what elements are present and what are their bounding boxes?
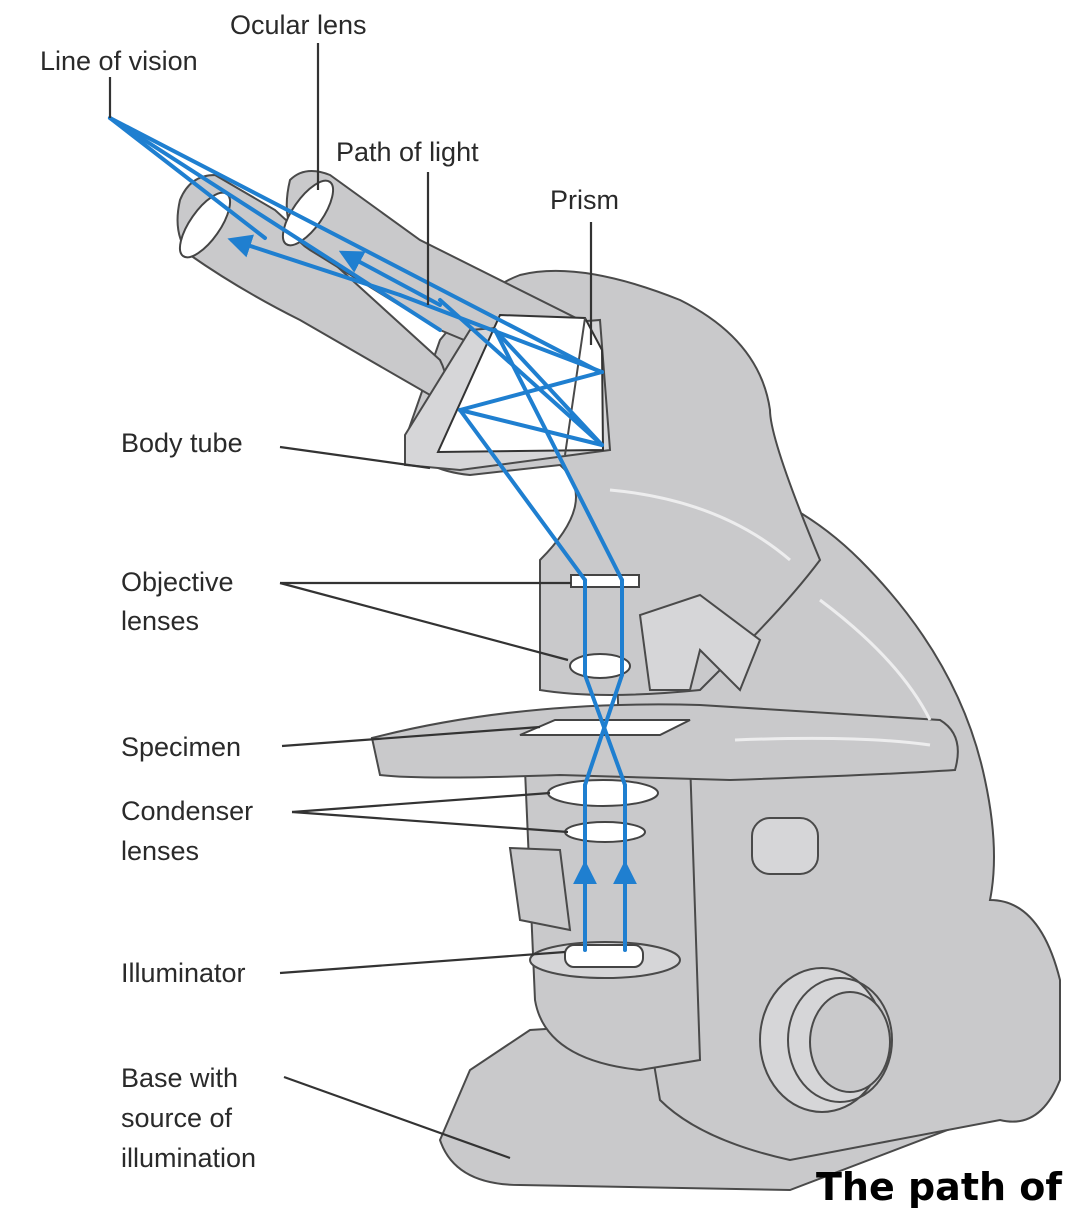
leader-objective-lower — [280, 583, 568, 660]
condenser-lens-lower — [565, 822, 645, 842]
label-base-line2: source of — [121, 1103, 233, 1133]
label-path-of-light: Path of light — [336, 137, 479, 167]
microscope-body — [171, 171, 1060, 1190]
label-condenser-lenses-line1: Condenser — [121, 796, 253, 826]
label-condenser-lenses-line2: lenses — [121, 836, 199, 866]
label-body-tube: Body tube — [121, 428, 243, 458]
label-illuminator: Illuminator — [121, 958, 246, 988]
fine-focus-knob — [810, 992, 890, 1092]
label-ocular-lens: Ocular lens — [230, 10, 367, 40]
condenser-housing — [510, 848, 570, 930]
label-prism: Prism — [550, 185, 619, 215]
label-objective-lenses-line2: lenses — [121, 606, 199, 636]
label-line-of-vision: Line of vision — [40, 46, 198, 76]
label-base-line1: Base with — [121, 1063, 238, 1093]
condenser-lens-upper — [548, 780, 658, 806]
label-specimen: Specimen — [121, 732, 241, 762]
leader-condenser-upper — [292, 793, 550, 812]
leader-illuminator — [280, 952, 565, 973]
illuminator — [565, 945, 643, 967]
label-base-line3: illumination — [121, 1143, 256, 1173]
microscope-stage — [372, 704, 958, 780]
label-objective-lenses-line1: Objective — [121, 567, 234, 597]
caption: The path of — [816, 1165, 1062, 1209]
stage-knob — [752, 818, 818, 874]
